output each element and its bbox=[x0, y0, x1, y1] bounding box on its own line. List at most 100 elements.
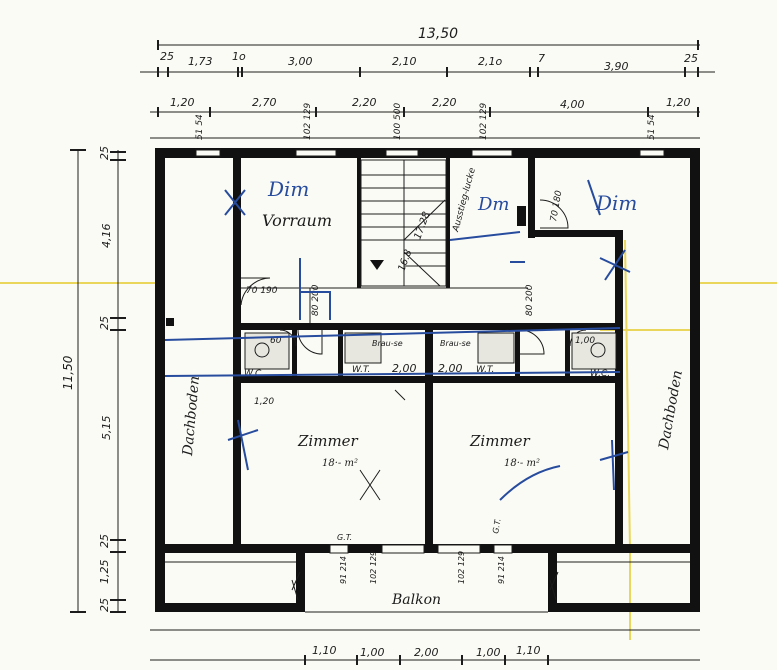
window-top bbox=[195, 149, 221, 157]
dim-label: 4,16 bbox=[100, 224, 113, 249]
window-label: 102 129 bbox=[303, 103, 313, 140]
stair-count-label: 16.8 bbox=[396, 248, 414, 273]
door-opening bbox=[493, 544, 513, 554]
gt-label-right: G.T. bbox=[491, 518, 503, 535]
blue-pen-marks bbox=[164, 179, 631, 501]
hatch-icon bbox=[166, 318, 174, 326]
overall-width-label: 13,50 bbox=[418, 26, 458, 42]
window-top bbox=[639, 149, 665, 157]
top-row2-labels: 1,20 2,70 2,20 2,20 4,00 1,20 bbox=[170, 96, 691, 111]
dim-label: 2,1o bbox=[478, 55, 502, 68]
chimney-icon bbox=[517, 206, 526, 226]
window-top bbox=[471, 149, 513, 157]
dim-label: 1,10 bbox=[312, 644, 337, 657]
wall-brause-right bbox=[515, 323, 520, 381]
blue-line bbox=[164, 371, 621, 377]
dim-label: 1,20 bbox=[170, 96, 195, 109]
dim-label: 1,00 bbox=[360, 646, 385, 659]
left-total-label: 11,50 bbox=[61, 355, 75, 390]
left-dimension-ticks bbox=[70, 149, 126, 613]
door-label: 102 129 bbox=[457, 551, 466, 584]
wall-right-corridor bbox=[535, 230, 623, 237]
window-top bbox=[385, 149, 419, 157]
blue-line bbox=[449, 231, 521, 241]
window-opening bbox=[437, 544, 481, 554]
shower-tray-left bbox=[344, 332, 382, 364]
dim-label: 25 bbox=[160, 50, 174, 63]
walls bbox=[155, 148, 700, 612]
bottom-dimension-labels: 1,10 1,00 2,00 1,00 1,10 bbox=[312, 644, 541, 659]
toilet-icon bbox=[254, 342, 270, 358]
wc-tiles-left bbox=[244, 332, 290, 370]
room-label-zimmer-left: Zimmer bbox=[297, 432, 359, 450]
stair-diagonal bbox=[403, 251, 441, 287]
window-opening bbox=[381, 544, 425, 554]
blue-annotation-dm: Dm bbox=[477, 194, 510, 215]
blue-x-mark bbox=[227, 419, 259, 471]
blue-line bbox=[164, 327, 621, 341]
balcony-pier-right bbox=[548, 553, 557, 612]
door-size-labels: 70 190 80 200 80 200 70 180 60 1,00 1,20… bbox=[246, 190, 595, 407]
wall-knee-right bbox=[615, 230, 623, 548]
toilet-icon bbox=[590, 342, 606, 358]
top-dimension-ticks bbox=[157, 40, 699, 117]
dim-label: 7 bbox=[538, 52, 545, 65]
blue-stroke bbox=[587, 179, 601, 216]
window-label: 100 500 bbox=[393, 103, 403, 140]
blue-x-mark bbox=[599, 249, 631, 281]
dim-label: 2,00 bbox=[438, 362, 463, 375]
window-top bbox=[295, 149, 337, 157]
stair-diagonal bbox=[403, 199, 446, 241]
door-label: 80 200 bbox=[525, 284, 535, 316]
blue-line bbox=[300, 291, 331, 320]
blue-x-mark bbox=[224, 189, 246, 216]
blue-annotation-dim: Dim bbox=[267, 177, 309, 201]
dim-label: 1,10 bbox=[516, 644, 541, 657]
door-swing bbox=[297, 329, 323, 355]
door-label: 91 214 bbox=[339, 556, 348, 584]
wc-fixtures bbox=[244, 332, 617, 370]
bottom-dimension-lines bbox=[150, 629, 700, 661]
wall-right bbox=[690, 148, 700, 610]
ausstieg-label: Ausstieg-lucke bbox=[451, 166, 478, 233]
top-windows bbox=[195, 149, 665, 157]
door-label: 60 bbox=[270, 336, 282, 346]
dim-label: 1,20 bbox=[666, 96, 691, 109]
door-label: 70 190 bbox=[246, 286, 278, 296]
small-fixtures bbox=[166, 206, 526, 326]
blue-annotation-dim-right: Dim bbox=[595, 191, 637, 215]
left-segment-labels: 25 4,16 25 5,15 25 1,25 25 bbox=[98, 146, 113, 612]
dim-label: 1,00 bbox=[476, 646, 501, 659]
wall-left bbox=[155, 148, 165, 610]
room-label-zimmer-right: Zimmer bbox=[469, 432, 531, 450]
pencil-scribbles bbox=[291, 389, 559, 601]
dim-label: 2,10 bbox=[392, 55, 417, 68]
dim-label: 1o bbox=[232, 50, 246, 63]
top-window-labels: 51 54 102 129 100 500 102 129 51 54 bbox=[195, 103, 657, 140]
stair-rise-label: 17.28 bbox=[412, 210, 432, 241]
wt-label-left: W.T. bbox=[352, 365, 370, 375]
balcony-pier-left bbox=[296, 553, 305, 612]
room-area-right: 18·- m² bbox=[504, 458, 540, 469]
wall-stair-left bbox=[357, 158, 361, 288]
stair-arrow-icon bbox=[370, 260, 384, 270]
room-label-vorraum: Vorraum bbox=[262, 211, 332, 230]
dim-label: 2,20 bbox=[352, 96, 377, 109]
wall-room-divider bbox=[425, 323, 433, 548]
dim-label: 1,20 bbox=[254, 397, 274, 407]
balcony-door-labels: 91 214 102 129 102 129 91 214 bbox=[339, 551, 506, 584]
door-label: 70 180 bbox=[549, 190, 564, 223]
brause-label-left: Brau-se bbox=[372, 339, 403, 348]
dim-label: 1,73 bbox=[188, 55, 213, 68]
landing bbox=[241, 287, 528, 323]
wall-rooms-bottom bbox=[155, 544, 700, 553]
dim-label: 3,00 bbox=[288, 55, 313, 68]
shower-tray-right bbox=[477, 332, 515, 364]
balcony-doors bbox=[329, 544, 513, 554]
door-swings bbox=[240, 199, 587, 355]
dim-label: 2,20 bbox=[432, 96, 457, 109]
door-swing bbox=[279, 329, 297, 347]
blue-stroke bbox=[499, 465, 561, 501]
